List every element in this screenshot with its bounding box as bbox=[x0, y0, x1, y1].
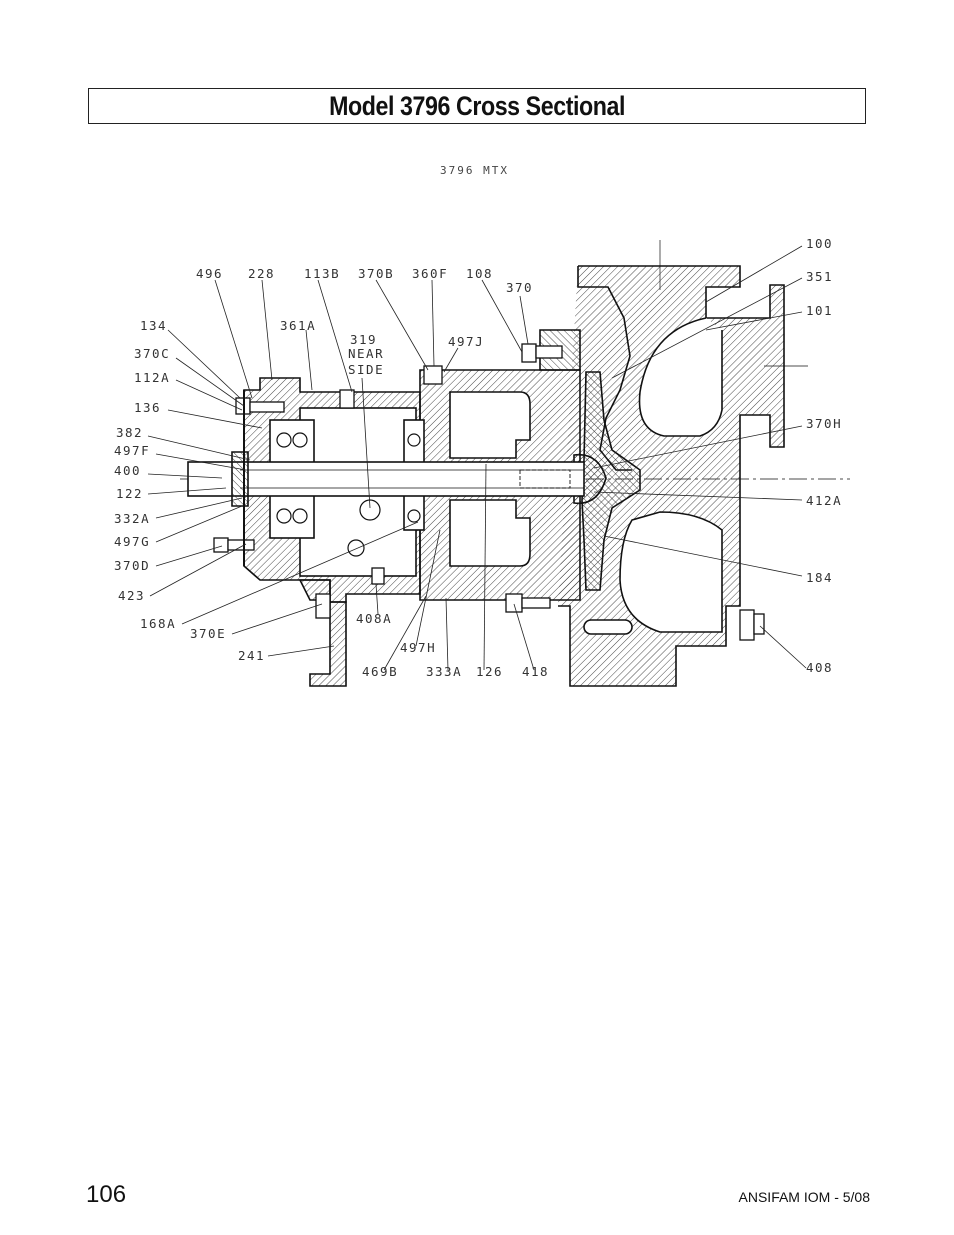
label-382: 382 bbox=[116, 425, 143, 440]
label-360f: 360F bbox=[412, 266, 448, 281]
footer-reference: ANSIFAM IOM - 5/08 bbox=[738, 1189, 870, 1205]
leader-lines bbox=[147, 245, 807, 671]
label-370b: 370B bbox=[358, 266, 394, 281]
label-136: 136 bbox=[134, 400, 161, 415]
label-361a: 361A bbox=[280, 318, 316, 333]
label-497h: 497H bbox=[400, 640, 436, 655]
label-168a: 168A bbox=[140, 616, 176, 631]
label-408: 408 bbox=[806, 660, 833, 675]
label-351: 351 bbox=[806, 269, 833, 284]
label-319: 319 bbox=[350, 332, 377, 347]
page-title: Model 3796 Cross Sectional bbox=[329, 90, 625, 121]
label-108: 108 bbox=[466, 266, 493, 281]
label-370d: 370D bbox=[114, 558, 150, 573]
label-101: 101 bbox=[806, 303, 833, 318]
label-126: 126 bbox=[476, 664, 503, 679]
label-497j: 497J bbox=[448, 334, 484, 349]
part-labels: 496 228 113B 370B 360F 108 370 134 361A … bbox=[114, 236, 842, 679]
label-184: 184 bbox=[806, 570, 833, 585]
label-228: 228 bbox=[248, 266, 275, 281]
label-497f: 497F bbox=[114, 443, 150, 458]
label-469b: 469B bbox=[362, 664, 398, 679]
label-332a: 332A bbox=[114, 511, 150, 526]
label-400: 400 bbox=[114, 463, 141, 478]
pump-assembly bbox=[180, 240, 850, 687]
label-333a: 333A bbox=[426, 664, 462, 679]
label-408a: 408A bbox=[356, 611, 392, 626]
label-241: 241 bbox=[238, 648, 265, 663]
label-319-side: SIDE bbox=[348, 362, 384, 377]
label-497g: 497G bbox=[114, 534, 150, 549]
label-370: 370 bbox=[506, 280, 533, 295]
label-319-near: NEAR bbox=[348, 346, 384, 361]
label-100: 100 bbox=[806, 236, 833, 251]
label-370e: 370E bbox=[190, 626, 226, 641]
label-496: 496 bbox=[196, 266, 223, 281]
label-370h: 370H bbox=[806, 416, 842, 431]
label-112a: 112A bbox=[134, 370, 170, 385]
label-113b: 113B bbox=[304, 266, 340, 281]
title-box: Model 3796 Cross Sectional bbox=[88, 88, 866, 124]
drawing-caption: 3796 MTX bbox=[440, 164, 509, 177]
label-412a: 412A bbox=[806, 493, 842, 508]
label-134: 134 bbox=[140, 318, 167, 333]
label-122: 122 bbox=[116, 486, 143, 501]
label-370c: 370C bbox=[134, 346, 170, 361]
label-423: 423 bbox=[118, 588, 145, 603]
label-418: 418 bbox=[522, 664, 549, 679]
page-number: 106 bbox=[86, 1181, 127, 1208]
cross-section-drawing: 3796 MTX bbox=[114, 164, 850, 687]
